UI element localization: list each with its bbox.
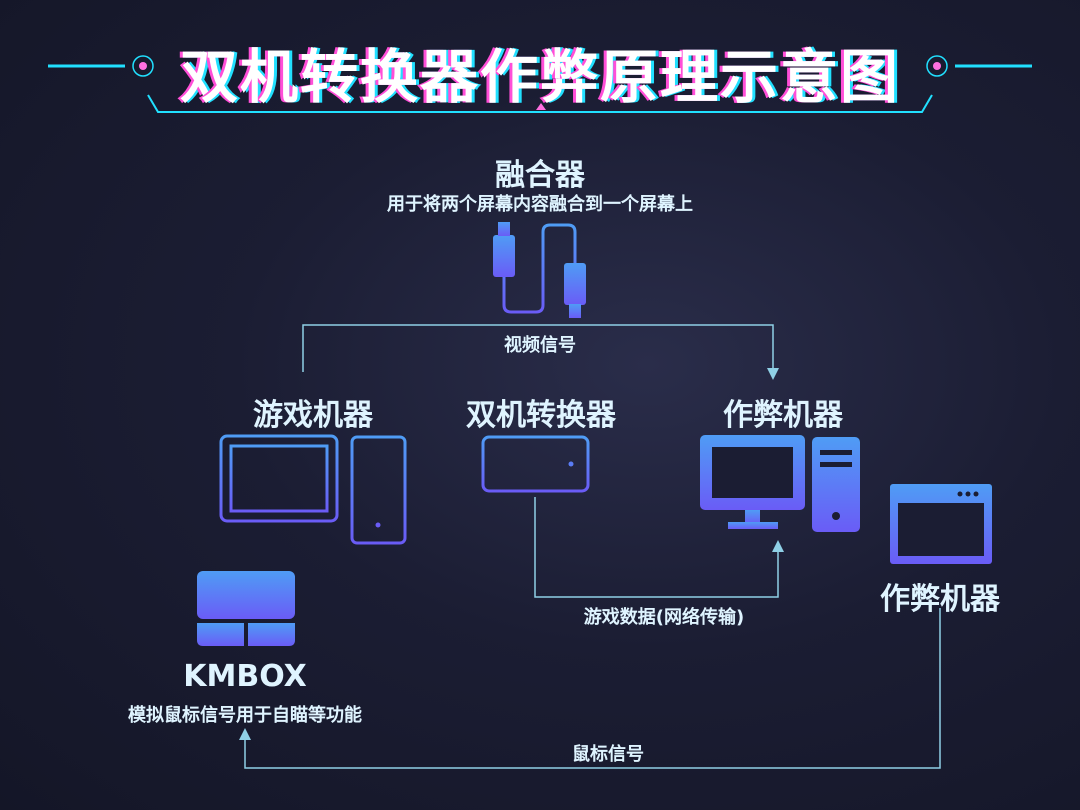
kmbox-touchpad-icon <box>197 571 295 646</box>
kmbox-description: 模拟鼠标信号用于自瞄等功能 <box>128 705 362 726</box>
mouse-signal-line <box>239 608 941 769</box>
converter-icon <box>481 435 590 493</box>
kmbox-label: KMBOX <box>183 659 307 694</box>
cheat-machine-label: 作弊机器 <box>723 398 843 433</box>
video-signal-line <box>302 324 779 380</box>
game-machine-label: 游戏机器 <box>253 398 373 433</box>
cheat-machine-icon <box>700 435 860 532</box>
game-data-line <box>534 497 784 598</box>
mouse-signal-label: 鼠标信号 <box>572 744 644 765</box>
fuser-title: 融合器 <box>495 158 585 193</box>
game-machine-icon <box>219 434 407 545</box>
converter-label: 双机转换器 <box>466 398 616 433</box>
fuser-cable-icon <box>493 222 586 318</box>
page-title: 双机转换器作弊原理示意图 <box>179 43 901 111</box>
game-data-label: 游戏数据(网络传输) <box>583 607 745 628</box>
video-signal-label: 视频信号 <box>504 335 576 356</box>
cheat-window-icon <box>890 484 992 564</box>
title-decoration <box>48 55 1032 113</box>
fuser-description: 用于将两个屏幕内容融合到一个屏幕上 <box>387 194 693 215</box>
cheat-machine-2-label: 作弊机器 <box>880 582 1000 617</box>
